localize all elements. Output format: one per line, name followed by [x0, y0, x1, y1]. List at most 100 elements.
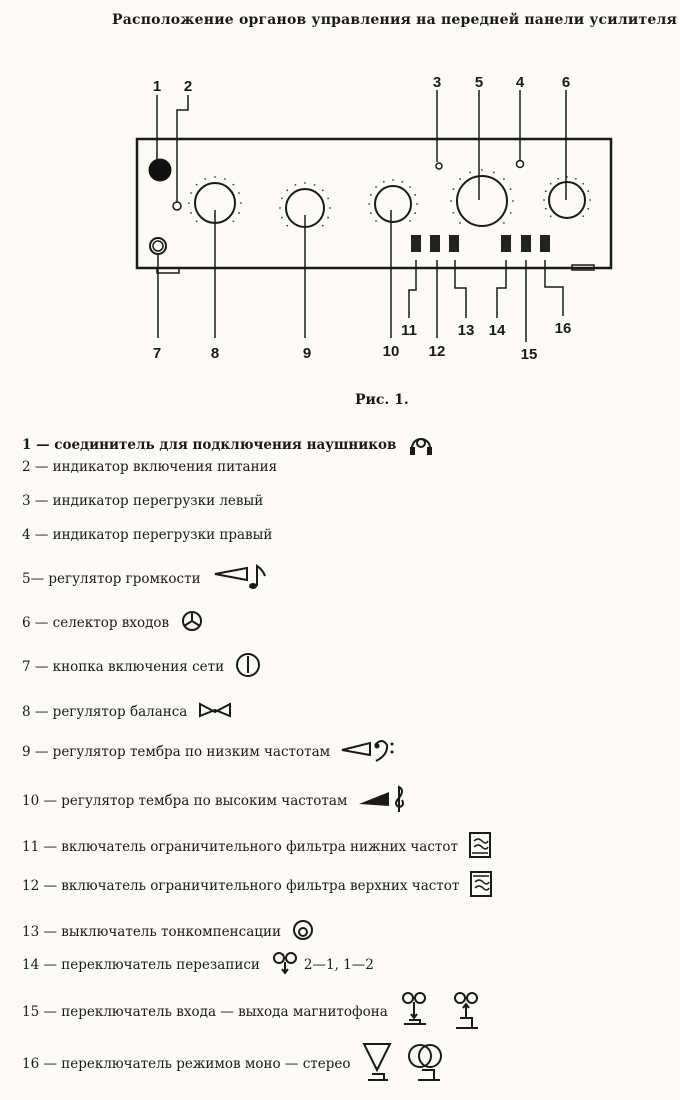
knob-tick — [414, 212, 417, 215]
legend-item: 13 — выключатель тонкомпенсации — [22, 918, 315, 946]
knob-tick — [401, 180, 404, 183]
knob-tick — [281, 216, 283, 219]
headphone-jack — [148, 158, 172, 182]
legend-item: 9 — регулятор тембра по низким частотам — [22, 735, 396, 769]
legend-item: 2 — индикатор включения питания — [22, 459, 277, 475]
legend-item-text: 2 — индикатор включения питания — [22, 459, 278, 475]
knob-tick — [544, 207, 547, 210]
knob-tick — [452, 211, 455, 214]
panel-switch — [449, 235, 459, 252]
knob-tick — [214, 176, 216, 178]
power-icon — [234, 651, 262, 683]
legend-item: 1 — соединитель для подключения наушнико… — [22, 428, 436, 462]
treble-clef-icon — [357, 784, 413, 818]
callout-15: 15 — [521, 346, 538, 363]
knob-tick — [503, 222, 505, 224]
legend-item: 12 — включатель ограничительного фильтра… — [22, 870, 493, 902]
knob-tick — [188, 202, 190, 204]
legend-item-text: 7 — кнопка включения сети — [22, 659, 225, 675]
knob-tick — [190, 192, 192, 194]
knob-tick — [543, 199, 545, 201]
knob-tick — [204, 178, 206, 180]
legend-item-text: 4 — индикатор перегрузки правый — [22, 527, 273, 543]
legend-item-text: 11 — включатель ограничительного фильтра… — [22, 839, 458, 855]
legend-item-text: 15 — переключатель входа — выхода магнит… — [22, 1004, 388, 1020]
legend-item-text: 13 — выключатель тонкомпенсации — [22, 924, 281, 940]
lowcut-filter-icon — [468, 831, 492, 863]
knob-tick — [321, 224, 324, 227]
knob-tick — [452, 188, 455, 191]
amplifier-front-panel-diagram: 1 2 3 5 4 6 7 8 9 10 11 12 13 14 15 16 — [135, 74, 613, 363]
knob-tick — [414, 193, 417, 196]
overload-right-indicator — [515, 159, 525, 169]
knob-tick — [313, 184, 316, 186]
foot-right — [571, 264, 595, 271]
callout-12: 12 — [429, 343, 446, 360]
knob-tick — [582, 182, 585, 185]
knob-tick — [286, 189, 289, 192]
highcut-filter-icon — [469, 870, 493, 902]
callout-11: 11 — [401, 322, 417, 339]
legend-item-text: 14 — переключатель перезаписи — [22, 957, 260, 973]
knob-tick — [375, 220, 377, 222]
callout-4: 4 — [516, 74, 525, 91]
legend-item-text: 16 — переключатель режимов моно — стерео — [22, 1056, 351, 1072]
balance-icon — [197, 700, 233, 724]
knob-tick — [574, 177, 577, 180]
legend-item-text: 9 — регулятор тембра по низким частотам — [22, 744, 331, 760]
knob-tick — [304, 182, 306, 184]
tape-monitor-icon — [398, 990, 498, 1034]
panel-switch — [501, 235, 511, 252]
knob-tick — [557, 177, 560, 180]
knob-tick — [459, 222, 461, 224]
knob-tick — [329, 207, 331, 209]
treble-knob — [374, 185, 412, 223]
panel-switch — [430, 235, 440, 252]
knob-tick — [224, 178, 226, 180]
callout-13: 13 — [458, 322, 475, 339]
knob-tick — [409, 220, 411, 222]
knob-tick — [321, 189, 324, 192]
legend-item-text: 3 — индикатор перегрузки левый — [22, 493, 264, 509]
knob-tick — [492, 171, 495, 174]
knob-tick — [238, 212, 240, 214]
panel-outline — [135, 137, 613, 270]
foot-left — [156, 267, 180, 274]
knob-tick — [512, 200, 514, 202]
page-title: Расположение органов управления на перед… — [112, 12, 678, 28]
bass-clef-icon — [340, 735, 396, 769]
legend-item-text: 5— регулятор громкости — [22, 571, 201, 587]
knob-tick — [286, 224, 289, 227]
legend-item: 15 — переключатель входа — выхода магнит… — [22, 990, 498, 1034]
knob-tick — [279, 207, 281, 209]
volume-knob — [456, 175, 508, 227]
knob-tick — [240, 202, 242, 204]
figure-caption: Рис. 1. — [355, 392, 409, 408]
selector-icon — [179, 608, 205, 638]
callout-9: 9 — [303, 345, 311, 362]
knob-tick — [369, 212, 372, 215]
loudness-icon — [291, 918, 315, 946]
legend-item: 4 — индикатор перегрузки правый — [22, 527, 272, 543]
knob-tick — [416, 203, 418, 205]
knob-tick — [190, 212, 192, 214]
callout-2: 2 — [184, 78, 192, 95]
knob-tick — [375, 186, 377, 188]
knob-tick — [549, 182, 552, 185]
knob-tick — [587, 207, 590, 210]
callout-3: 3 — [433, 74, 441, 91]
tape-dub-icon — [270, 950, 300, 980]
knob-tick — [509, 188, 512, 191]
knob-tick — [281, 197, 283, 200]
knob-tick — [368, 203, 370, 205]
knob-tick — [544, 190, 547, 193]
legend-item: 10 — регулятор тембра по высоким частота… — [22, 784, 413, 818]
legend-item-text: 6 — селектор входов — [22, 615, 170, 631]
knob-tick — [450, 200, 452, 202]
knob-tick — [589, 199, 591, 201]
knob-tick — [195, 220, 198, 223]
callout-6: 6 — [562, 74, 570, 91]
legend-item-text: 1 — соединитель для подключения наушнико… — [22, 437, 397, 453]
panel-switch — [540, 235, 550, 252]
